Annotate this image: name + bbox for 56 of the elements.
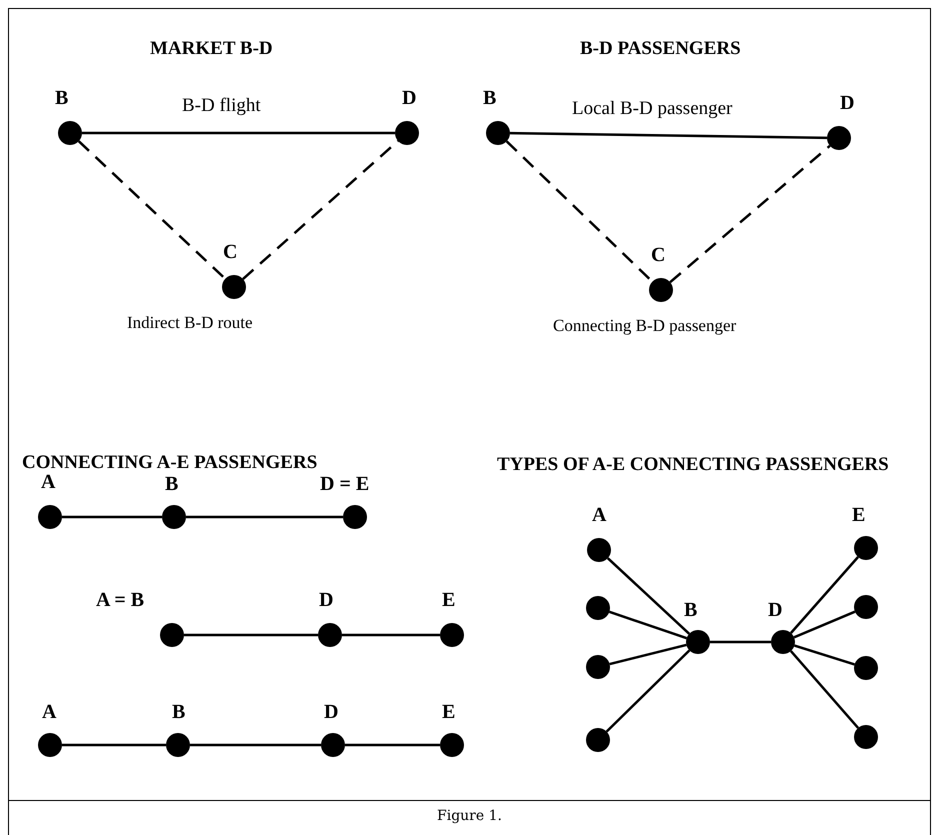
panel-heading: B-D PASSENGERS xyxy=(580,38,741,60)
panel-heading: CONNECTING A-E PASSENGERS xyxy=(22,452,318,474)
connector-line xyxy=(710,640,771,644)
dashed-connector-line xyxy=(669,144,831,284)
connector-line xyxy=(794,610,856,638)
node-letter: A = B xyxy=(96,590,144,610)
node-dot xyxy=(854,656,878,680)
connector-line xyxy=(190,744,321,746)
route-caption: Indirect B-D route xyxy=(127,313,253,333)
edge-label: Local B-D passenger xyxy=(570,98,734,120)
node-letter: A xyxy=(42,702,56,722)
connector-line xyxy=(82,132,395,134)
connector-line xyxy=(62,744,166,746)
node-dot xyxy=(854,725,878,749)
node-letter: D xyxy=(768,600,782,620)
connector-line xyxy=(790,556,859,634)
node-letter: C xyxy=(651,245,666,265)
node-letter: D xyxy=(319,590,334,610)
connector-line xyxy=(790,650,860,729)
node-letter: B xyxy=(172,702,186,722)
route-caption: Connecting B-D passenger xyxy=(553,316,736,336)
node-letter: E xyxy=(852,505,866,525)
dashed-connector-line xyxy=(78,140,226,280)
connector-line xyxy=(62,516,162,518)
node-dot xyxy=(586,596,610,620)
node-letter: B xyxy=(684,600,698,620)
connector-line xyxy=(510,132,828,140)
connector-line xyxy=(609,644,687,666)
panel-heading: MARKET B-D xyxy=(150,38,273,60)
node-letter: B xyxy=(483,88,496,108)
connector-line xyxy=(606,557,690,635)
node-letter: B xyxy=(55,88,68,108)
node-letter: D = E xyxy=(320,474,370,494)
connector-line xyxy=(794,644,855,666)
node-letter: A xyxy=(592,505,606,525)
node-letter: E xyxy=(442,702,456,722)
dashed-connector-line xyxy=(242,140,399,280)
connector-line xyxy=(606,650,690,732)
connector-line xyxy=(342,634,440,636)
figure-caption: Figure 1. xyxy=(436,808,503,824)
node-dot xyxy=(854,595,878,619)
node-letter: D xyxy=(402,88,416,108)
node-dot xyxy=(586,655,610,679)
connector-line xyxy=(186,516,343,518)
node-letter: D xyxy=(840,93,854,113)
node-letter: B xyxy=(165,474,178,494)
panel-heading: TYPES OF A-E CONNECTING PASSENGERS xyxy=(497,453,890,477)
node-letter: E xyxy=(442,590,456,610)
node-letter: C xyxy=(223,242,238,262)
node-letter: A xyxy=(41,472,56,492)
edge-label: B-D flight xyxy=(180,95,263,117)
connector-line xyxy=(608,610,688,640)
connector-line xyxy=(184,634,318,636)
connector-line xyxy=(345,744,440,746)
node-letter: D xyxy=(324,702,338,722)
node-dot xyxy=(586,728,610,752)
